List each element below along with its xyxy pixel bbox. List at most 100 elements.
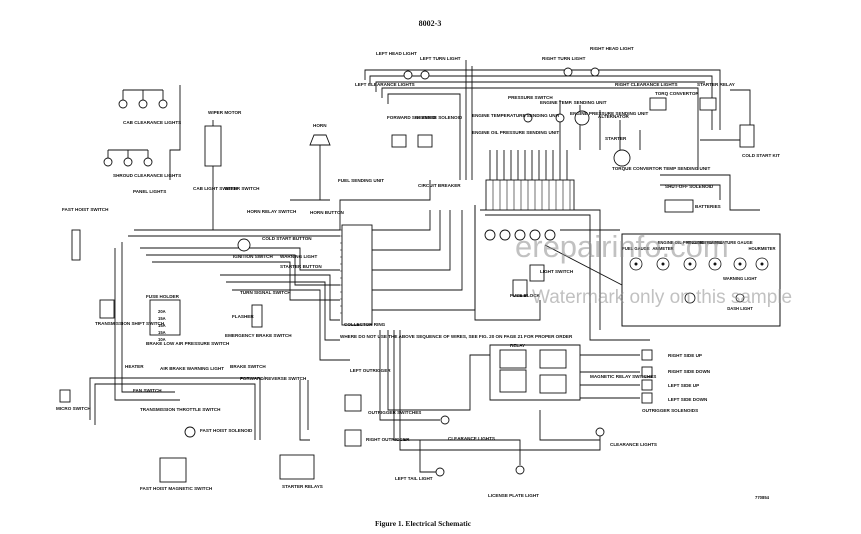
component-labels: LEFT HEAD LIGHT LEFT TURN LIGHT RIGHT TU… (56, 46, 780, 498)
left-tail-light-icon (435, 467, 445, 477)
left-turn-light-icon (420, 70, 430, 80)
label-outrigger-switches: OUTRIGGER SWITCHES (368, 410, 421, 415)
label-batteries: BATTERIES (695, 204, 721, 209)
label-clearance-lights-right: CLEARANCE LIGHTS (610, 442, 657, 447)
label-magnetic-relay-switches: MAGNETIC RELAY SWITCHES (590, 374, 656, 379)
label-horn-relay-switch: HORN RELAY SWITCH (247, 209, 297, 214)
gauge-panel: FUEL GAUGE AMMETER ENGINE OIL PRESSURE G… (621, 233, 781, 327)
label-micro-switch: MICRO SWITCH (56, 406, 91, 411)
gauge-label-dash-light: DASH LIGHT (727, 306, 753, 311)
label-starter: STARTER (605, 136, 627, 141)
fuse-rating: 15A (158, 323, 166, 328)
label-engine-temp-sending-unit: ENGINE TEMP. SENDING UNIT (540, 100, 607, 105)
label-starter-relay: STARTER RELAY (697, 82, 735, 87)
label-forward-reverse-switch: FORWARD/REVERSE SWITCH (240, 376, 307, 381)
label-shroud-clearance-lights: SHROUD CLEARANCE LIGHTS (113, 173, 181, 178)
gauge-label-engine-temp: ENGINE TEMPERATURE GAUGE (687, 240, 753, 245)
label-alternator: ALTERNATOR (598, 114, 630, 119)
label-forward-solenoid: FORWARD SOLENOID (387, 115, 437, 120)
label-brake-switch: BRAKE SWITCH (230, 364, 266, 369)
batteries-icon (664, 199, 694, 213)
figure-code: 770854 (755, 495, 770, 500)
label-pressure-switch: PRESSURE SWITCH (508, 95, 553, 100)
terminal-strip (341, 179, 575, 326)
label-left-side-down: LEFT SIDE DOWN (668, 397, 708, 402)
fast-hoist-magnetic-switch-icon (159, 457, 187, 483)
dash-light-icon (735, 293, 745, 303)
label-sequence-note: WHERE DO NOT USE THE ABOVE SEQUENCE OF W… (340, 334, 573, 339)
label-clearance-lights: CLEARANCE LIGHTS (448, 436, 495, 441)
left-head-light-icon (403, 70, 413, 80)
label-left-outrigger: LEFT OUTRIGGER (350, 368, 391, 373)
label-left-tail-light: LEFT TAIL LIGHT (395, 476, 433, 481)
label-fast-hoist-solenoid: FAST HOIST SOLENOID (200, 428, 253, 433)
label-circuit-breaker: CIRCUIT BREAKER (418, 183, 461, 188)
fuse-ratings: 20A 15A 15A 15A 10A (158, 309, 166, 342)
horn-icon (309, 134, 331, 146)
gauge-label-ammeter: AMMETER (652, 246, 673, 251)
starter-relays-icon (279, 454, 315, 480)
label-torque-convertor-temp-sending-unit: TORQUE CONVERTOR TEMP SENDING UNIT (612, 166, 710, 171)
label-right-clearance-lights: RIGHT CLEARANCE LIGHTS (615, 82, 678, 87)
watermark-notice: Watermark only on this sample (532, 287, 792, 308)
label-horn: HORN (313, 123, 327, 128)
label-right-side-down: RIGHT SIDE DOWN (668, 369, 711, 374)
right-turn-light-icon (563, 67, 573, 77)
fuse-rating: 15A (158, 316, 166, 321)
ignition-switch-icon (237, 238, 251, 252)
fuse-holder-icon (149, 299, 181, 336)
label-turn-signal-switch: TURN SIGNAL SWITCH (240, 290, 291, 295)
label-right-turn-light: RIGHT TURN LIGHT (542, 56, 586, 61)
wiper-motor-icon (204, 125, 222, 167)
label-right-head-light: RIGHT HEAD LIGHT (590, 46, 634, 51)
label-ignition-switch: IGNITION SWITCH (233, 254, 273, 259)
label-cab-clearance-lights: CAB CLEARANCE LIGHTS (123, 120, 181, 125)
label-fast-hoist-magnetic-switch: FAST HOIST MAGNETIC SWITCH (140, 486, 213, 491)
label-wiper-switch: WIPER SWITCH (225, 186, 260, 191)
label-cab-light-switch: CAB LIGHT SWITCH (193, 186, 238, 191)
watermark-site: erepairinfo.com (515, 229, 729, 264)
label-air-brake-warning-light: AIR BRAKE WARNING LIGHT (160, 366, 224, 371)
gauge-label-hourmeter: HOURMETER (749, 246, 776, 251)
fuse-rating: 10A (158, 337, 166, 342)
label-collector-ring: COLLECTOR RING (344, 322, 386, 327)
gauge-label-warning-light: WARNING LIGHT (723, 276, 757, 281)
label-left-head-light: LEFT HEAD LIGHT (376, 51, 417, 56)
fuse-block-icon (512, 279, 528, 297)
label-cold-start-kit: COLD START KIT (742, 153, 780, 158)
label-warning-light: WARNING LIGHT (280, 254, 317, 259)
label-emergency-brake-switch: EMERGENCY BRAKE SWITCH (225, 333, 292, 338)
fuse-rating: 20A (158, 309, 166, 314)
label-engine-temperature-sending-unit: ENGINE TEMPERATURE SENDING UNIT (472, 113, 560, 118)
gauge-label-fuel: FUEL GAUGE (622, 246, 650, 251)
label-wiper-motor: WIPER MOTOR (208, 110, 242, 115)
label-left-clearance-lights: LEFT CLEARANCE LIGHTS (355, 82, 415, 87)
fuse-rating: 15A (158, 330, 166, 335)
label-left-side-up: LEFT SIDE UP (668, 383, 699, 388)
label-transmission-shift-switch: TRANSMISSION SHIFT SWITCH (95, 321, 165, 326)
label-fan-switch: FAN SWITCH (133, 388, 162, 393)
label-panel-lights: PANEL LIGHTS (133, 189, 166, 194)
label-starter-button: STARTER BUTTON (280, 264, 322, 269)
component-symbols (59, 67, 755, 483)
starter-relay-icon (699, 97, 717, 111)
label-light-switch: LIGHT SWITCH (540, 269, 574, 274)
label-horn-button: HORN BUTTON (310, 210, 345, 215)
right-head-light-icon (590, 67, 600, 77)
label-right-outrigger: RIGHT OUTRIGGER (366, 437, 410, 442)
license-plate-light-icon (515, 465, 525, 475)
dash-control-icon (684, 292, 696, 304)
label-left-turn-light: LEFT TURN LIGHT (420, 56, 461, 61)
label-torq-convertor: TORQ CONVERTOR (655, 91, 699, 96)
label-reverse-solenoid: REVERSE SOLENOID (415, 115, 463, 120)
gauge-label-oil-pressure: ENGINE OIL PRESSURE GAUGE (658, 240, 723, 245)
alternator-icon (574, 110, 590, 126)
figure-caption: Figure 1. Electrical Schematic (375, 519, 472, 528)
starter-icon (613, 149, 631, 167)
label-relay: RELAY (510, 343, 525, 348)
label-outrigger-solenoids: OUTRIGGER SOLENOIDS (642, 408, 698, 413)
light-switch-icon (529, 264, 545, 282)
label-fuse-holder: FUSE HOLDER (146, 294, 180, 299)
label-transmission-throttle-switch: TRANSMISSION THROTTLE SWITCH (140, 407, 221, 412)
